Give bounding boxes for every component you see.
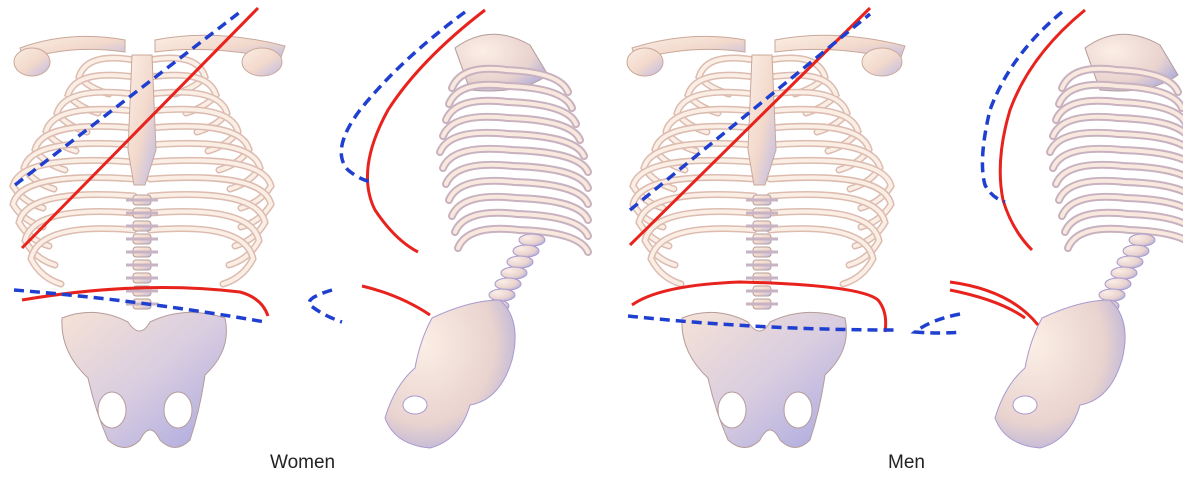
side-pelvis	[385, 300, 515, 448]
pelvis-foramen-left	[98, 392, 126, 428]
side-pelvis	[995, 300, 1125, 448]
caption-men: Men	[888, 452, 925, 474]
side-rib-cage	[440, 69, 588, 252]
rib-left-11-highlight	[651, 229, 754, 284]
caption-women: Women	[270, 452, 335, 474]
side-vertebra-4	[501, 267, 527, 279]
side-vertebra-5	[1105, 278, 1131, 290]
pelvis	[682, 312, 847, 447]
rib-left-11-highlight	[31, 229, 134, 284]
side-rib-cage	[1050, 69, 1183, 252]
side-vertebra-4	[1111, 267, 1137, 279]
women-front-skeleton	[13, 35, 285, 447]
rib-right-9-highlight	[150, 194, 265, 246]
side-vertebra-5	[495, 278, 521, 290]
women-side-skeleton	[385, 34, 588, 448]
sternum	[748, 55, 776, 185]
spine	[126, 195, 158, 309]
shoulder-right	[242, 48, 282, 76]
rib-right-9-highlight	[770, 194, 885, 246]
men-side-dashed-pelvic	[915, 314, 962, 333]
side-pelvis-socket	[1013, 396, 1037, 414]
side-vertebra-1	[1129, 234, 1155, 246]
rib-right-11-highlight	[150, 229, 253, 284]
side-vertebra-2	[1123, 245, 1149, 257]
side-vertebra-3	[507, 256, 533, 268]
men-front-dashed-pelvic	[628, 316, 895, 330]
shoulder-left	[627, 48, 663, 76]
side-pelvis-socket	[403, 396, 427, 414]
pelvis-foramen-right	[164, 392, 192, 428]
spine	[746, 195, 778, 309]
side-vertebra-6	[489, 289, 515, 301]
sternum	[128, 55, 156, 185]
pelvis-foramen-left	[718, 392, 746, 428]
women-side-dashed-pelvic	[309, 290, 342, 322]
shoulder-right	[862, 48, 902, 76]
pelvis-foramen-right	[784, 392, 812, 428]
shoulder-left	[14, 48, 50, 76]
side-vertebra-2	[513, 245, 539, 257]
side-vertebra-6	[1099, 289, 1125, 301]
rib-left-9-highlight	[19, 194, 134, 246]
pelvis	[62, 312, 227, 447]
women-side-solid-pelvic	[362, 286, 430, 315]
rib-right-11-highlight	[770, 229, 873, 284]
side-vertebra-3	[1117, 256, 1143, 268]
men-side-dashed-front	[982, 12, 1062, 202]
side-vertebra-1	[519, 234, 545, 246]
men-side-solid-front	[1000, 10, 1085, 250]
